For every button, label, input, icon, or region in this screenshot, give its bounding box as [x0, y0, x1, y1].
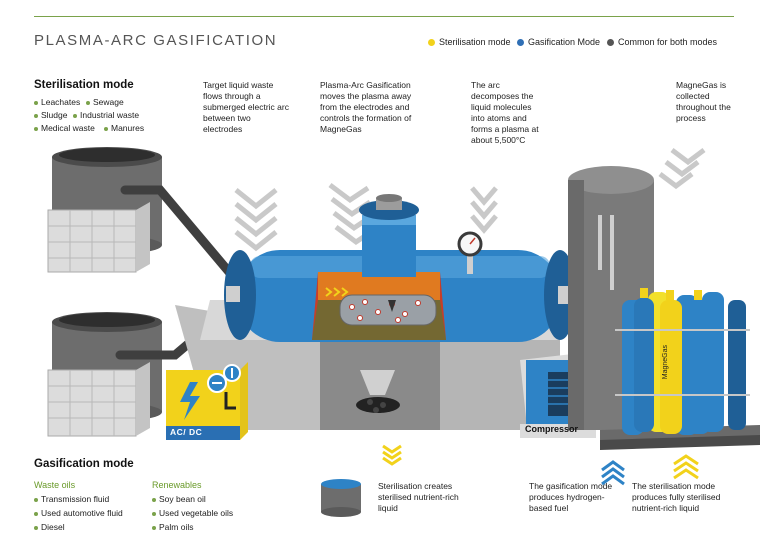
- yellow-dot-icon: [428, 38, 435, 46]
- renewables-item: Soy bean oil: [152, 493, 206, 506]
- ibc-container-bottom: [47, 362, 150, 437]
- chevron-down-icon: [470, 186, 498, 234]
- callout-plasma-arc: Plasma-Arc Gasification moves the plasma…: [320, 80, 412, 134]
- sterilisation-item: Sludge: [34, 109, 67, 121]
- output-nutrient-liquid: The sterilisation mode produces fully st…: [632, 481, 721, 513]
- chevron-up-icon: [601, 460, 625, 486]
- output-sterilised-liquid: Sterilisation creates sterilised nutrien…: [378, 481, 459, 513]
- page-title: PLASMA-ARC GASIFICATION: [34, 32, 278, 49]
- legend-sterilisation: Sterilisation mode: [428, 37, 511, 47]
- pressure-gauge-icon: [457, 231, 483, 274]
- renewables-item: Used vegetable oils: [152, 507, 233, 520]
- grey-dot-icon: [607, 38, 614, 46]
- cylinder-brand-label: MagneGas: [662, 345, 669, 380]
- sterilisation-item: Manures: [104, 122, 144, 134]
- plasma-reactor-vessel: [224, 250, 576, 342]
- callout-arc-decomposes: The arc decomposes the liquid molecules …: [471, 80, 539, 145]
- renewables-heading: Renewables: [152, 480, 202, 490]
- chevron-down-icon: [658, 148, 706, 190]
- chevron-down-icon: [382, 444, 402, 466]
- drum-icon: [321, 479, 361, 517]
- sterilisation-item: Industrial waste: [73, 109, 139, 121]
- callout-target-liquid: Target liquid waste flows through a subm…: [203, 80, 289, 134]
- compressor-label: Compressor: [525, 424, 579, 434]
- renewables-item: Palm oils: [152, 521, 193, 534]
- electrode-column: [359, 194, 419, 277]
- gasification-heading: Gasification mode: [34, 458, 134, 470]
- waste-oil-item: Used automotive fluid: [34, 507, 123, 520]
- callout-magnegas-collected: MagneGas is collected throughout the pro…: [676, 80, 731, 123]
- chevron-down-icon: [234, 188, 278, 252]
- power-unit: [166, 362, 248, 440]
- gas-cylinders: [615, 288, 750, 435]
- waste-oils-heading: Waste oils: [34, 480, 76, 490]
- sterilisation-item: Leachates: [34, 96, 80, 108]
- chevron-up-icon: [673, 454, 699, 480]
- output-hydrogen-fuel: The gasification mode produces hydrogen-…: [529, 481, 613, 513]
- legend-gasification: Gasification Mode: [517, 37, 600, 47]
- ibc-container-top: [47, 202, 150, 273]
- top-rule: [34, 16, 734, 17]
- waste-oil-item: Diesel: [34, 521, 65, 534]
- sterilisation-heading: Sterilisation mode: [34, 79, 134, 91]
- waste-oil-item: Transmission fluid: [34, 493, 109, 506]
- sterilisation-item: Sewage: [86, 96, 124, 108]
- sterilisation-item: Medical waste: [34, 122, 95, 134]
- blue-dot-icon: [517, 38, 524, 46]
- legend-common: Common for both modes: [607, 37, 717, 47]
- acdc-label: AC/ DC: [170, 427, 203, 437]
